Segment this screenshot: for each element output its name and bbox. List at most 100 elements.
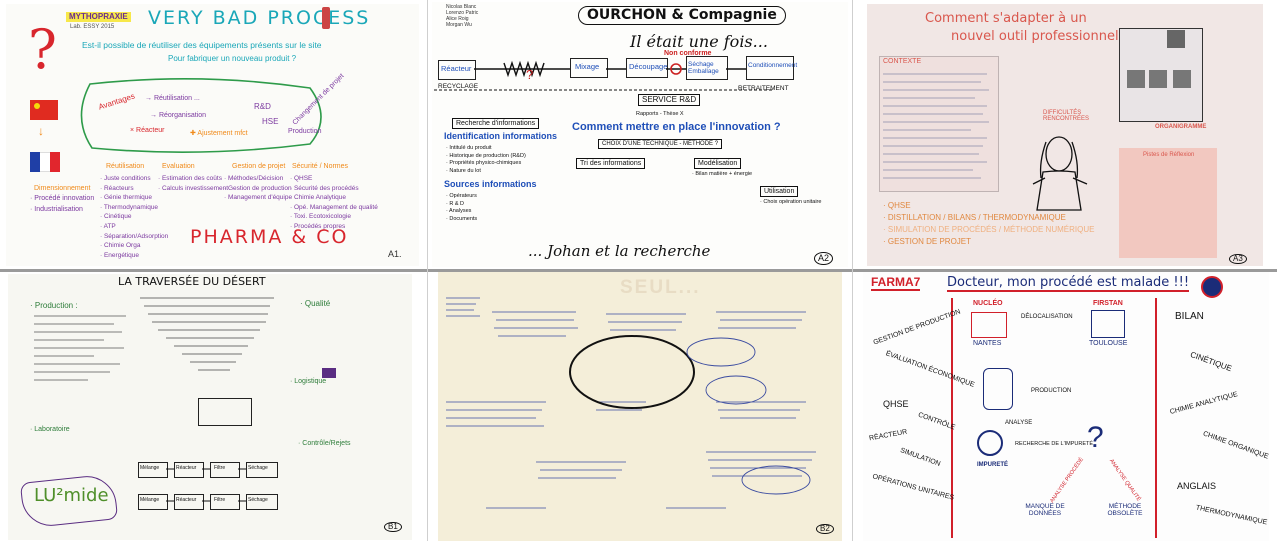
- a2-util-sub: · Choix opération unitaire: [760, 199, 822, 205]
- a3-dist: · DISTILLATION / BILANS / THERMODYNAMIQU…: [883, 213, 1066, 222]
- a2-footer: ... Johan et la recherche: [528, 242, 711, 260]
- a1-node-prod: Production: [288, 128, 322, 135]
- a1-col2-title: Evaluation: [162, 163, 195, 170]
- b1-flow-2: [174, 462, 204, 478]
- b1-flow-arrows: [166, 468, 246, 502]
- panel-a1: MYTHOPRAXIE Lab. ESSY 2015 VERY BAD PROC…: [0, 0, 425, 269]
- a1-col3-title: Gestion de projet: [232, 163, 286, 170]
- b3-analyse: ANALYSE: [1005, 420, 1033, 426]
- a1-col3-list: · Méthodes/Décision · Gestion de product…: [224, 175, 293, 202]
- a3-portrait-4: [1173, 70, 1191, 88]
- b1-note-box: [198, 398, 252, 426]
- a3-pistes-panel: [1119, 148, 1217, 258]
- a2-step1: Recherche d'informations: [452, 118, 540, 130]
- b3-left-3: QHSE: [883, 399, 909, 409]
- b2-scribbles: [446, 297, 816, 509]
- b1-qual: · Qualité: [300, 299, 331, 308]
- b1-flow-5: [138, 494, 168, 510]
- a1-logo: MYTHOPRAXIE: [66, 12, 131, 23]
- b3-divider-right: [1155, 298, 1157, 538]
- board-a1: [6, 4, 419, 266]
- b3-factory-nantes-icon: [971, 312, 1007, 338]
- china-flag-icon: [30, 100, 58, 120]
- a2-service-sub: Rapports - Thèse X: [636, 111, 684, 117]
- a3-girl-drawing: [1032, 136, 1088, 211]
- a2-corner: A2: [814, 252, 834, 266]
- a1-col4-title: Sécurité / Normes: [292, 163, 349, 170]
- a1-subtitle: Est-il possible de réutiliser des équipe…: [82, 40, 322, 50]
- a3-context-title: CONTEXTE: [883, 58, 922, 65]
- b1-flow-4-label: Séchage: [248, 465, 268, 471]
- a1-left-b: · Procédé innovation: [30, 195, 95, 202]
- a3-gestion: · GESTION DE PROJET: [883, 237, 972, 246]
- a2-chain-line: [434, 60, 774, 91]
- a2-recyclage: RECYCLAGE: [438, 83, 479, 90]
- a2-chain-3-label: Découpage: [629, 62, 668, 71]
- b1-flow-3: [210, 462, 240, 478]
- b1-flow-7: [210, 494, 240, 510]
- b2-corner: B2: [816, 524, 834, 535]
- a2-chain-1-label: Réacteur: [441, 64, 472, 73]
- a1-corner: A1.: [388, 249, 402, 259]
- b3-factory-toulouse-icon: [1091, 310, 1125, 338]
- a1-node-ajust: ✚ Ajustement mfct: [190, 130, 248, 137]
- b1-flow-6-label: Réacteur: [176, 497, 197, 503]
- panel-a2: Nicolas Blanc Lorenzo Patric Alice Roig …: [430, 0, 850, 269]
- a2-chain-5-label: Conditionnement: [748, 62, 798, 69]
- a3-title-2: nouvel outil professionnel ?: [951, 29, 1130, 44]
- b1-flow-2-label: Réacteur: [176, 465, 197, 471]
- a1-col2-list: · Estimation des coûts · Calculs investi…: [158, 175, 229, 192]
- a1-title: VERY BAD PROCESS: [148, 7, 371, 29]
- b1-logo-text: LU²mide: [34, 485, 109, 506]
- a3-organi: ORGANIGRAMME: [1155, 124, 1207, 130]
- b1-text-scribbles: [140, 297, 274, 371]
- b3-methode: MÉTHODE OBSOLÈTE: [1107, 503, 1143, 517]
- a3-context-panel: [879, 56, 999, 192]
- b1-flow-8-label: Séchage: [248, 497, 268, 503]
- b3-title: Docteur, mon procédé est malade !!!: [947, 275, 1190, 292]
- b3-nantes: NANTES: [973, 340, 1002, 347]
- b1-truck-icon: [322, 368, 336, 378]
- b3-nucleo: NUCLÉO: [973, 300, 1003, 307]
- a2-util: Utilisation: [760, 186, 799, 198]
- a1-node-react: × Réacteur: [130, 127, 165, 134]
- a2-service: SERVICE R&D: [638, 94, 701, 107]
- a2-sources-title: Sources informations: [444, 179, 537, 189]
- col-divider-2: [852, 0, 853, 541]
- b1-flow-8: [246, 494, 278, 510]
- a1-logo-sub: Lab. ESSY 2015: [70, 24, 115, 30]
- b1-labo: · Laboratoire: [30, 426, 70, 433]
- b1-flow-1: [138, 462, 168, 478]
- panel-b3: FARMA7 Docteur, mon procédé est malade !…: [855, 272, 1277, 541]
- a3-portrait-3: [1149, 70, 1167, 88]
- b3-right-5: ANGLAIS: [1177, 481, 1217, 491]
- a2-chain-5: [746, 56, 794, 80]
- a3-corner: A3: [1229, 254, 1247, 265]
- b1-flow-4: [246, 462, 278, 478]
- a3-title: Comment s'adapter à un: [925, 11, 1087, 26]
- a3-portrait-2: [1127, 70, 1145, 88]
- a1-mindmap-ellipse: [80, 78, 322, 153]
- a1-footer: PHARMA & CO: [190, 226, 349, 248]
- b3-impurete: IMPURETÉ: [977, 462, 1009, 468]
- b1-contr: · Contrôle/Rejets: [298, 440, 351, 447]
- a1-col4-list: · QHSE · Sécurité des procédés · Chimie …: [290, 175, 378, 230]
- a1-col1-title: Réutilisation: [106, 163, 145, 170]
- b1-corner: B1: [384, 522, 402, 533]
- b3-logo: FARMA7: [871, 275, 921, 291]
- b3-seal-icon: [1201, 276, 1223, 298]
- a2-choice: CHOIX D'UNE TECHNIQUE - MÉTHODE ?: [598, 139, 723, 150]
- b1-flow-7-label: Filtre: [214, 497, 226, 503]
- panel-b1: LA TRAVERSÉE DU DÉSERT · Production : · …: [0, 272, 425, 541]
- a2-sources-list: · Opérateurs · R & D · Analyses · Docume…: [446, 193, 478, 222]
- a1-col1-list: · Juste conditions · Réacteurs · Génie t…: [100, 175, 169, 259]
- b1-flow-3-label: Filtre: [214, 465, 226, 471]
- a1-left-a: Dimensionnement: [34, 185, 91, 192]
- a2-chain-1: [438, 60, 476, 80]
- a3-context-scribbles: [883, 73, 989, 179]
- a3-portrait-1: [1167, 30, 1185, 48]
- a2-tri: Tri des informations: [576, 158, 646, 170]
- board-b2: [438, 272, 842, 541]
- b3-qmark-icon: ?: [1087, 421, 1104, 454]
